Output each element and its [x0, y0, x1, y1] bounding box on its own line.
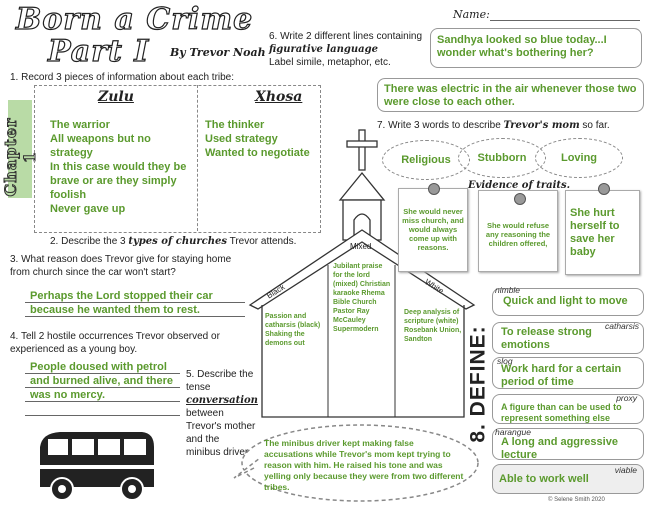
speech-bubble [233, 424, 479, 502]
q3-answer[interactable]: Perhaps the Lord stopped their car becau… [30, 290, 213, 316]
pushpin-icon [598, 183, 610, 195]
q3-prompt: 3. What reason does Trevor give for stay… [10, 254, 232, 278]
zulu-line: All weapons but no strategy [50, 133, 151, 159]
term-definition: To release strong emotions [501, 326, 592, 351]
zulu-heading: Zulu [98, 89, 134, 105]
q7-prompt-em: Trevor's mom [503, 120, 580, 131]
q4-answer-line [25, 415, 180, 416]
q6-prompt-post: Label simile, metaphor, etc. [269, 57, 391, 68]
trait-oval[interactable]: Stubborn [458, 138, 546, 178]
q2-prompt-em: types of churches [128, 236, 227, 247]
define-box-proxy[interactable]: proxy A figure than can be used to repre… [492, 393, 644, 424]
q3-answer-line [25, 316, 245, 317]
zulu-line: The warrior [50, 119, 110, 131]
zulu-answers: The warrior All weapons but no strategy … [50, 118, 195, 216]
trait-oval[interactable]: Loving [535, 138, 623, 178]
term-definition: Quick and light to move [503, 295, 628, 307]
term-word: slog [497, 356, 513, 366]
term-word: harangue [495, 427, 531, 437]
define-box-viable[interactable]: viable Able to work well [492, 464, 644, 494]
q7-prompt: 7. Write 3 words to describe Trevor's mo… [377, 120, 610, 131]
worksheet-title-line1: Born a Crime [15, 1, 254, 37]
pushpin-icon [428, 183, 440, 195]
xhosa-line: Used strategy [205, 133, 278, 145]
church-label-mixed: Mixed [350, 242, 372, 251]
xhosa-line: The thinker [205, 119, 265, 131]
q4-prompt: 4. Tell 2 hostile occurrences Trevor obs… [10, 331, 220, 355]
q6-prompt-pre: 6. Write 2 different lines containing [269, 31, 423, 42]
term-word: viable [614, 465, 637, 475]
term-definition: Work hard for a certain period of time [501, 363, 622, 388]
footer-credit: © Selene Smith 2020 [548, 497, 605, 503]
define-box-harangue[interactable]: harangue A long and aggressive lecture [492, 427, 644, 461]
q5-prompt: 5. Describe the tense conversation betwe… [186, 368, 258, 459]
q4-answer[interactable]: People doused with petrol and burned ali… [30, 361, 174, 401]
q6-answer2-box[interactable]: There was electric in the air whenever t… [377, 78, 644, 112]
zulu-line: Never gave up [50, 203, 126, 215]
q8-label: 8. DEFINE: [466, 325, 490, 443]
q1-prompt: 1. Record 3 pieces of information about … [10, 72, 235, 83]
q5-prompt-pre: 5. Describe the tense [186, 369, 254, 393]
xhosa-heading: Xhosa [255, 89, 303, 105]
define-box-catharsis[interactable]: catharsis To release strong emotions [492, 321, 644, 354]
term-definition: A long and aggressive lecture [501, 436, 618, 461]
q4-answer-line [25, 373, 180, 374]
church-white-answer: Deep analysis of scripture (white) Roseb… [404, 309, 462, 343]
q6-prompt-em: figurative language [269, 44, 378, 55]
q7-prompt-post: so far. [579, 120, 610, 131]
q6-answer1: Sandhya looked so blue today...I wonder … [437, 34, 607, 59]
name-label: Name: [453, 8, 490, 21]
zulu-line: In this case would they be brave or are … [50, 161, 187, 201]
q5-answer[interactable]: The minibus driver kept making false acc… [264, 438, 464, 492]
q3-answer-line [25, 302, 245, 303]
evidence-note[interactable]: She would never miss church, and would a… [398, 188, 468, 272]
tribe-divider [197, 85, 198, 231]
church-mixed-answer: Jubilant praise for the lord (mixed) Chr… [333, 263, 391, 333]
q5-prompt-em: conversation [186, 395, 258, 406]
xhosa-line: Wanted to negotiate [205, 147, 310, 159]
worksheet-title-line2: Part I [47, 33, 150, 69]
evidence-label: Evidence of traits. [468, 180, 571, 191]
chapter-tab [8, 100, 32, 198]
minibus-icon [40, 432, 154, 501]
q2-prompt-pre: 2. Describe the 3 [50, 236, 129, 247]
q7-prompt-pre: 7. Write 3 words to describe [377, 120, 504, 131]
q4-answer-line [25, 401, 180, 402]
q2-prompt-post: Trevor attends. [226, 236, 297, 247]
trait-oval[interactable]: Religious [382, 140, 470, 180]
term-word: catharsis [604, 321, 639, 331]
author-name: By Trevor Noah [170, 46, 266, 59]
term-word: proxy [616, 393, 637, 403]
evidence-note[interactable]: She hurt herself to save her baby [565, 190, 640, 275]
q6-answer1-box[interactable]: Sandhya looked so blue today...I wonder … [430, 28, 642, 68]
name-field[interactable] [490, 20, 640, 21]
q6-prompt: 6. Write 2 different lines containing fi… [269, 30, 429, 69]
tribe-table [34, 85, 321, 233]
term-word: nimble [495, 285, 521, 295]
define-box-nimble[interactable]: nimble Quick and light to move [492, 285, 644, 316]
church-illustration [248, 129, 476, 418]
pushpin-icon [514, 193, 526, 205]
q5-prompt-post: between Trevor's mother and the minibus … [186, 408, 256, 458]
q4-answer-line [25, 387, 180, 388]
term-definition: A figure than can be used to represent s… [501, 402, 622, 423]
church-black-answer: Passion and catharsis (black) Shaking th… [265, 313, 321, 347]
define-box-slog[interactable]: slog Work hard for a certain period of t… [492, 356, 644, 389]
term-definition: Able to work well [499, 473, 589, 485]
q6-answer2: There was electric in the air whenever t… [384, 83, 637, 108]
xhosa-answers: The thinker Used strategy Wanted to nego… [205, 118, 315, 160]
q2-prompt: 2. Describe the 3 types of churches Trev… [50, 236, 296, 247]
